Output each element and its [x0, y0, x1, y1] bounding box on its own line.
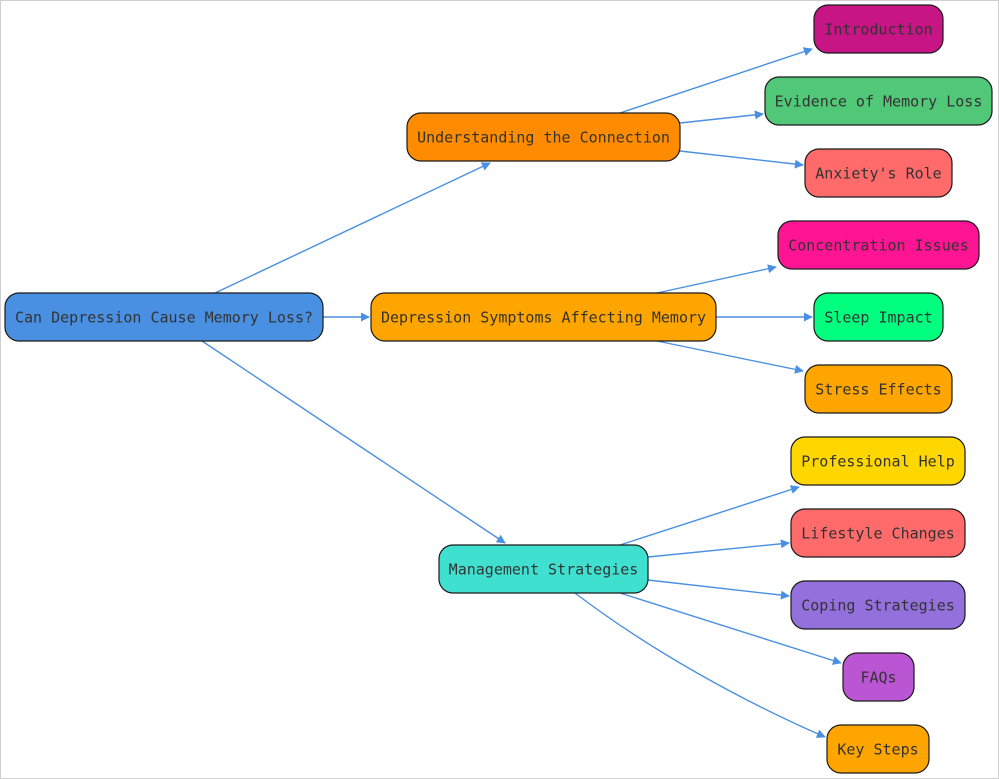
node-box [842, 652, 915, 702]
node-box [804, 364, 953, 414]
edge-to-management-strategies [201, 340, 506, 544]
node-box [438, 544, 649, 594]
node-label: Evidence of Memory Loss [775, 93, 983, 111]
edge-to-lifestyle-changes [647, 539, 790, 558]
node-professional-help: Professional Help [790, 436, 966, 486]
node-label: Stress Effects [815, 381, 941, 399]
node-management-strategies: Management Strategies [438, 544, 649, 594]
node-box [764, 76, 993, 126]
node-coping-strategies: Coping Strategies [790, 580, 966, 630]
node-label: Lifestyle Changes [801, 525, 955, 543]
node-depression-symptoms-affecting-memory: Depression Symptoms Affecting Memory [370, 292, 717, 342]
edge-to-stress-effects [656, 340, 804, 374]
node-can-depression-cause-memory-loss: Can Depression Cause Memory Loss? [4, 292, 324, 342]
node-label: Anxiety's Role [815, 165, 941, 183]
node-box [4, 292, 324, 342]
node-evidence-of-memory-loss: Evidence of Memory Loss [764, 76, 993, 126]
edges-layer [201, 47, 842, 738]
node-box [406, 112, 681, 162]
node-label: Professional Help [801, 453, 955, 471]
node-label: Sleep Impact [824, 309, 932, 327]
node-stress-effects: Stress Effects [804, 364, 953, 414]
edge-to-professional-help [619, 485, 800, 546]
edge-to-faqs [619, 592, 842, 665]
edge-to-coping-strategies [647, 579, 790, 600]
node-concentration-issues: Concentration Issues [777, 220, 980, 270]
node-anxiety-s-role: Anxiety's Role [804, 148, 953, 198]
node-label: Depression Symptoms Affecting Memory [381, 309, 706, 327]
node-box [370, 292, 717, 342]
edge-to-understanding-the-connection [214, 162, 491, 294]
node-introduction: Introduction [813, 4, 944, 54]
node-label: Can Depression Cause Memory Loss? [15, 309, 313, 327]
node-label: Coping Strategies [801, 597, 955, 615]
node-sleep-impact: Sleep Impact [813, 292, 944, 342]
edge-to-evidence-of-memory-loss [679, 110, 764, 124]
node-label: Management Strategies [449, 561, 639, 579]
node-box [790, 580, 966, 630]
node-label: Concentration Issues [788, 237, 969, 255]
node-box [813, 4, 944, 54]
node-label: Understanding the Connection [417, 129, 670, 147]
nodes-layer: Can Depression Cause Memory Loss? Underst… [4, 4, 993, 774]
node-key-steps: Key Steps [826, 724, 930, 774]
edge-to-key-steps [574, 592, 826, 738]
edge-to-anxiety-s-role [679, 150, 804, 169]
node-label: Introduction [824, 21, 932, 39]
node-box [790, 508, 966, 558]
edge-to-concentration-issues [656, 264, 777, 294]
node-lifestyle-changes: Lifestyle Changes [790, 508, 966, 558]
node-faqs: FAQs [842, 652, 915, 702]
node-box [790, 436, 966, 486]
node-label: FAQs [860, 669, 896, 687]
node-understanding-the-connection: Understanding the Connection [406, 112, 681, 162]
edge-to-introduction [619, 47, 813, 114]
node-box [826, 724, 930, 774]
node-label: Key Steps [837, 741, 918, 759]
node-box [804, 148, 953, 198]
node-box [777, 220, 980, 270]
node-box [813, 292, 944, 342]
